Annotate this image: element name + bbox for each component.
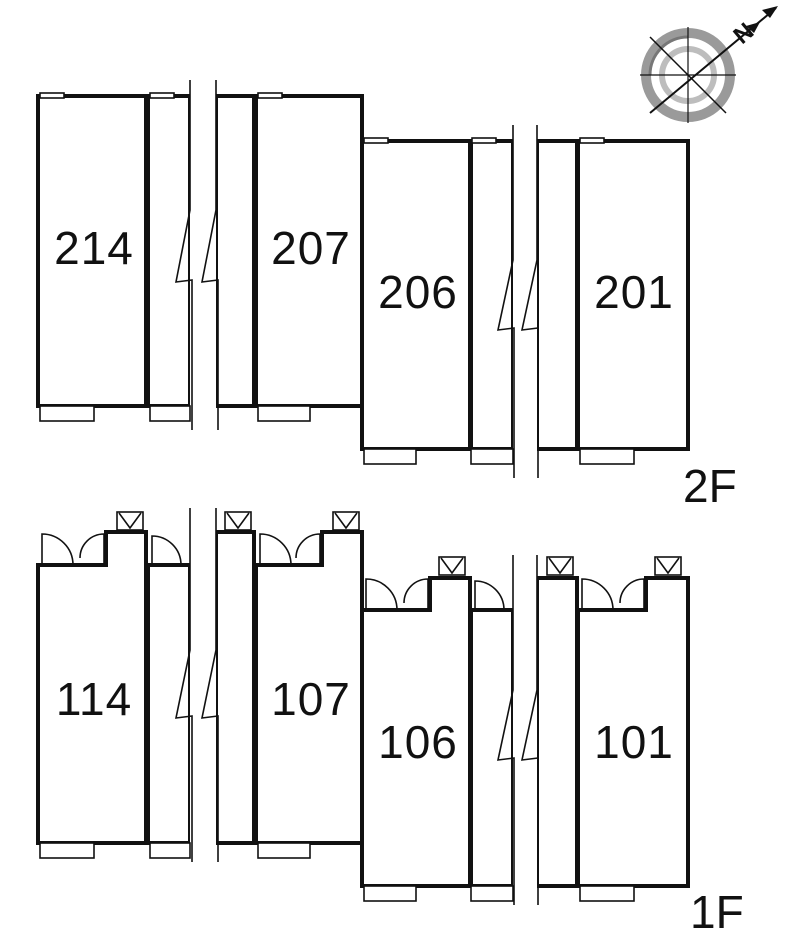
balcony (470, 885, 514, 902)
corridor-unit-2f-right-b (535, 139, 579, 451)
break-line (496, 125, 515, 478)
break-line (175, 80, 193, 430)
room-107[interactable] (254, 530, 364, 845)
break-line (520, 125, 539, 478)
balcony (470, 448, 514, 465)
balcony (363, 448, 417, 465)
corridor-unit-2f-right (469, 139, 515, 451)
corridor-unit-2f-left (146, 94, 192, 408)
break-line (200, 508, 219, 862)
meter-box-icon (116, 511, 682, 576)
room-label-107: 107 (271, 673, 351, 725)
compass-rose-icon: N (640, 6, 778, 123)
entrance-unit-1f-left (146, 563, 192, 845)
vent-mark (471, 137, 497, 144)
break-line (174, 508, 193, 862)
room-label-214: 214 (54, 222, 134, 274)
room-label-206: 206 (378, 266, 458, 318)
balcony (257, 842, 311, 859)
entrance-unit-1f-left-b (214, 530, 256, 845)
room-label-114: 114 (56, 673, 132, 725)
floor-2f: 214 207 206 201 2F (36, 80, 737, 512)
floor-label-2f: 2F (683, 460, 737, 512)
vent-mark (39, 92, 65, 99)
vent-mark (257, 92, 283, 99)
balcony (363, 885, 417, 902)
room-201[interactable] (576, 139, 690, 451)
entrance-unit-1f-right (469, 608, 515, 888)
balcony (39, 405, 95, 422)
vent-mark (363, 137, 389, 144)
room-114[interactable] (36, 530, 148, 845)
balcony (39, 842, 95, 859)
break-line (201, 80, 219, 430)
entrance-unit-1f-right-b (535, 576, 579, 888)
door-swing-icon (41, 533, 645, 611)
balcony (257, 405, 311, 422)
room-101[interactable] (576, 576, 690, 888)
balcony (149, 405, 191, 422)
break-line (520, 555, 539, 905)
vent-mark (579, 137, 605, 144)
balcony (579, 885, 635, 902)
room-label-207: 207 (271, 222, 351, 274)
break-line (496, 555, 515, 905)
balcony (579, 448, 635, 465)
room-106[interactable] (360, 576, 472, 888)
floor-label-1f: 1F (690, 886, 744, 938)
vent-mark (149, 92, 175, 99)
room-label-201: 201 (594, 266, 674, 318)
room-label-101: 101 (594, 716, 674, 768)
floor-1f: 114 107 106 101 1F (36, 508, 744, 938)
room-label-106: 106 (378, 716, 458, 768)
balcony (149, 842, 191, 859)
corridor-unit-2f-left-b (214, 94, 256, 408)
